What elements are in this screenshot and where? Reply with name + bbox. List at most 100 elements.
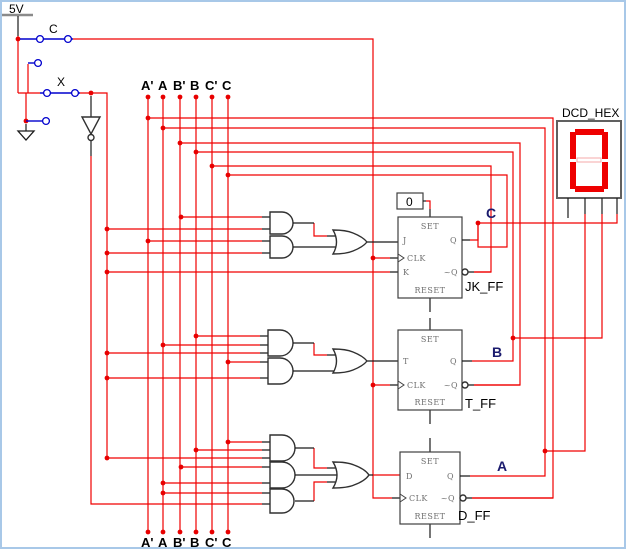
- segment-g-off: [576, 157, 602, 163]
- t-ff-body: [397, 329, 463, 411]
- pin-label: CLK: [409, 494, 428, 503]
- or-gate[interactable]: [293, 222, 398, 255]
- clock-wedge-icon: [397, 380, 405, 390]
- segment-c: [602, 162, 608, 189]
- inverter-bubble-icon: [87, 133, 95, 142]
- pin-label: D: [406, 472, 413, 481]
- rail-label: C: [222, 78, 232, 93]
- switch-spare-terminal-icon[interactable]: [33, 58, 43, 68]
- rail-label: A': [141, 535, 153, 550]
- t-flipflop[interactable]: SET T CLK Q ~Q RESET T_FF: [390, 318, 496, 424]
- pin-label: K: [403, 268, 410, 277]
- and3-gate-icon: [269, 434, 296, 462]
- jk-flipflop[interactable]: SET J CLK K Q ~Q RESET JK_FF: [390, 209, 503, 312]
- rail-label: C': [205, 78, 217, 93]
- segment-b: [602, 132, 608, 159]
- switch-x-terminal-icon[interactable]: [42, 88, 52, 98]
- rail-label: B': [173, 535, 185, 550]
- and-gate[interactable]: [262, 488, 295, 514]
- vcc-label: 5V: [9, 2, 24, 16]
- switch-c-terminal-icon[interactable]: [63, 34, 73, 44]
- or-gate[interactable]: [295, 447, 373, 502]
- switch-x[interactable]: X: [26, 58, 80, 126]
- switch-spare-terminal-icon[interactable]: [41, 116, 51, 126]
- constant-box[interactable]: 0: [396, 192, 426, 210]
- or2-gate-icon: [331, 348, 368, 374]
- switch-c-terminal-icon[interactable]: [35, 34, 45, 44]
- pin-label: RESET: [414, 286, 445, 295]
- ff-name: JK_FF: [465, 279, 503, 294]
- junction-dots: [15, 36, 548, 535]
- pin-label: J: [402, 236, 407, 245]
- pin-label: CLK: [407, 254, 426, 263]
- or2-gate-icon: [331, 229, 368, 255]
- switch-x-label: X: [57, 75, 65, 89]
- display-pins: [567, 198, 618, 218]
- pin-label: SET: [421, 222, 439, 231]
- clock-wedge-icon: [397, 253, 405, 263]
- switch-c-label: C: [49, 22, 58, 36]
- net-label-a: A: [497, 458, 507, 474]
- and2-gate-icon: [269, 235, 294, 259]
- seven-segment-display[interactable]: DCD_HEX: [556, 106, 622, 218]
- ff-name: T_FF: [465, 396, 496, 411]
- and-gate[interactable]: [262, 434, 296, 462]
- and2-gate-icon: [269, 211, 294, 235]
- not-gate-icon: [80, 116, 102, 136]
- or-gate[interactable]: [293, 342, 398, 374]
- pin-label: Q: [450, 357, 457, 366]
- ff-name: D_FF: [458, 508, 491, 523]
- rail-label: B': [173, 78, 185, 93]
- jk-ff-body: [397, 216, 463, 299]
- pin-label: CLK: [407, 381, 426, 390]
- and2-gate-icon: [267, 357, 294, 385]
- and-gate[interactable]: [260, 357, 294, 385]
- inverted-output-bubble-icon: [461, 268, 469, 276]
- rail-label: C': [205, 535, 217, 550]
- pin-label: Q: [450, 236, 457, 245]
- inverted-output-bubble-icon: [461, 381, 469, 389]
- segment-a: [575, 129, 604, 135]
- rail-label: C: [222, 535, 232, 550]
- and2-gate-icon: [269, 461, 296, 489]
- rail-label: A: [158, 535, 168, 550]
- net-label-c: C: [486, 205, 496, 221]
- net-label-b: B: [492, 344, 502, 360]
- pin-label: Q: [447, 472, 454, 481]
- segment-d: [575, 186, 604, 192]
- switch-c[interactable]: C: [20, 22, 73, 44]
- rail-label: B: [190, 535, 199, 550]
- d-flipflop[interactable]: SET D CLK Q ~Q RESET D_FF: [392, 438, 491, 538]
- pin-label: ~Q: [444, 381, 458, 390]
- segment-f: [570, 132, 576, 159]
- and-gate[interactable]: [262, 235, 294, 259]
- and3-gate-icon: [267, 329, 294, 357]
- and-gate[interactable]: [262, 211, 294, 235]
- pin-label: ~Q: [444, 268, 458, 277]
- constant-value: 0: [406, 195, 413, 209]
- pin-label: SET: [421, 457, 439, 466]
- pin-label: RESET: [414, 398, 445, 407]
- or3-gate-icon: [331, 461, 370, 489]
- pin-label: T: [403, 357, 409, 366]
- rail-labels-bottom: A' A B' B C' C: [141, 535, 232, 550]
- inverted-output-bubble-icon: [459, 494, 467, 502]
- inverter-gate[interactable]: [80, 96, 102, 156]
- rail-label: A: [158, 78, 168, 93]
- clock-wedge-icon: [399, 493, 407, 503]
- display-name: DCD_HEX: [562, 106, 619, 120]
- rail-labels-top: A' A B' B C' C: [141, 78, 232, 93]
- pin-label: RESET: [414, 512, 445, 521]
- and-gate[interactable]: [262, 461, 296, 489]
- switch-x-terminal-icon[interactable]: [70, 88, 80, 98]
- pin-label: SET: [421, 335, 439, 344]
- ground-symbol[interactable]: [16, 124, 36, 141]
- and-gate[interactable]: [260, 329, 294, 357]
- and2-gate-icon: [269, 488, 295, 514]
- rail-label: B: [190, 78, 199, 93]
- vcc-source[interactable]: 5V: [2, 2, 33, 36]
- rail-label: A': [141, 78, 153, 93]
